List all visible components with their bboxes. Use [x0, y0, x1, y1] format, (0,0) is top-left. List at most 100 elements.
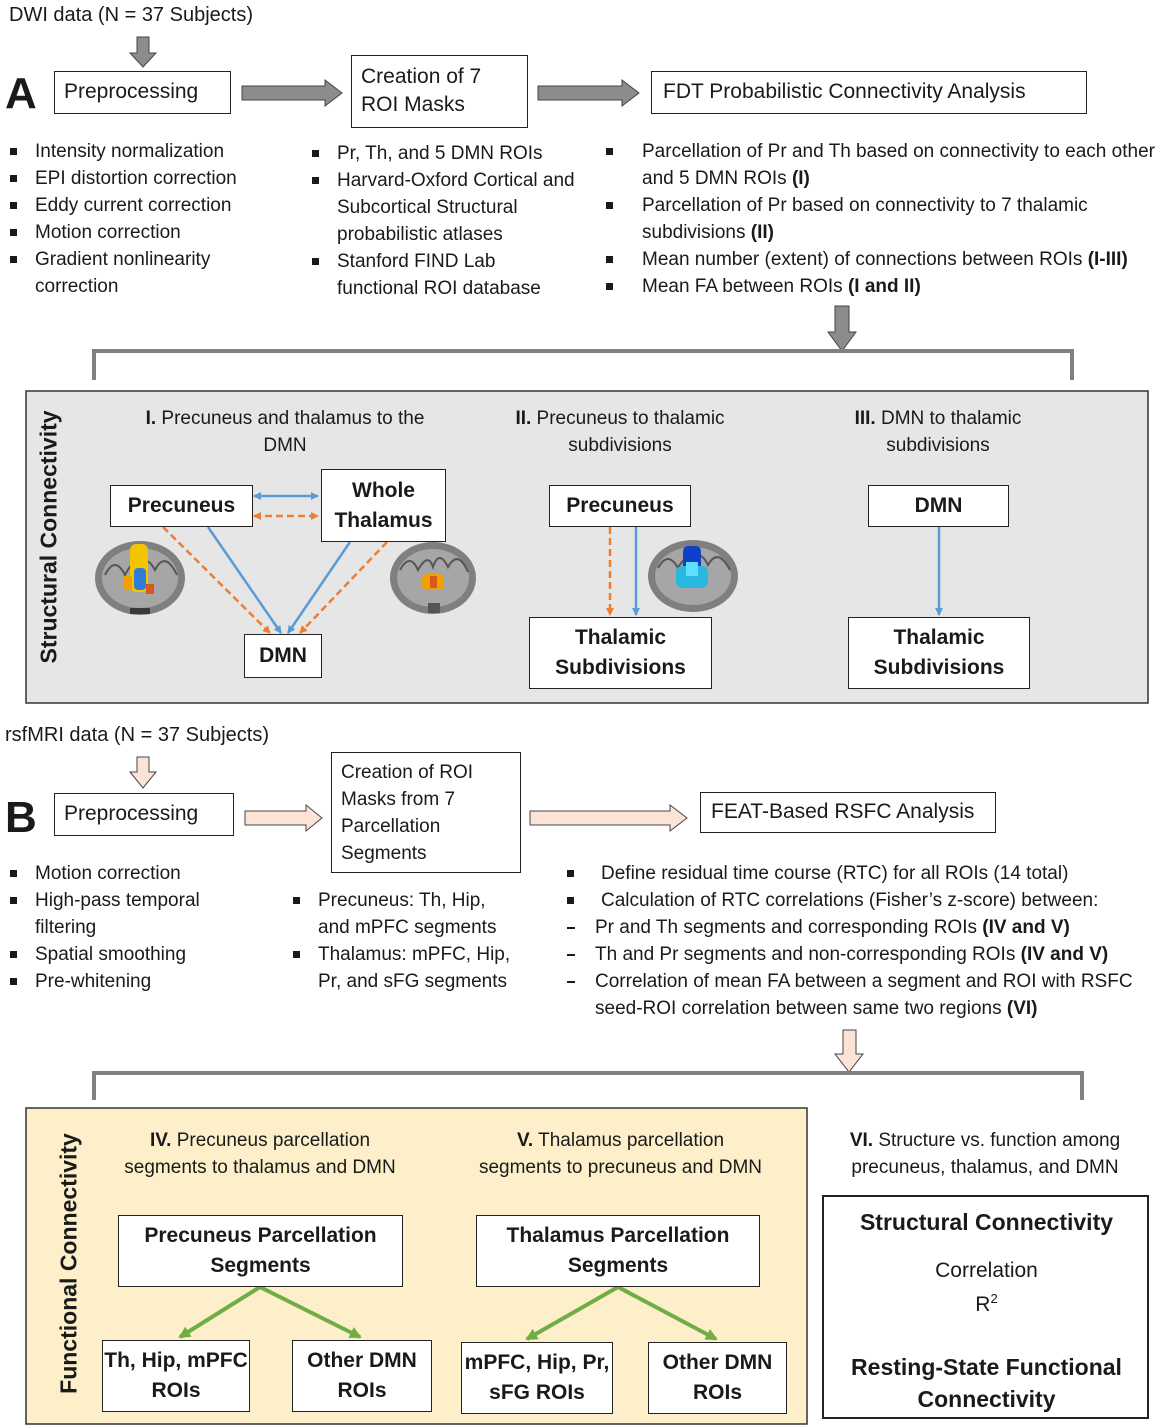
b-feat-box: FEAT-Based RSFC Analysis [700, 792, 996, 833]
panel-i-title: I. Precuneus and thalamus to the DMN [135, 405, 435, 459]
vi-resting-state-fc: Resting-State Functional Connectivity [851, 1354, 1122, 1412]
arrow-b-down [833, 1029, 865, 1073]
a-list3-item: Parcellation of Pr and Th based on conne… [605, 138, 1165, 192]
edge-v-right [617, 1285, 718, 1341]
arrow-b-2-3 [529, 803, 688, 833]
b-list3-tag: (VI) [1006, 998, 1038, 1019]
b-list3-item: Define residual time course (RTC) for al… [566, 860, 1166, 887]
a-fdt-list: Parcellation of Pr and Th based on conne… [605, 138, 1165, 300]
brain-image-thalamic-subdivisions [648, 540, 738, 612]
edge-pr-dmn-blue [206, 526, 283, 634]
a-list3-item: Mean number (extent) of connections betw… [605, 246, 1165, 273]
a-roi-masks-box: Creation of 7 ROI Masks [351, 55, 528, 128]
node-other-dmn-rois-v: Other DMN ROIs [648, 1342, 787, 1414]
panel-iv-title-text: Precuneus parcellation segments to thala… [124, 1130, 396, 1178]
b-list3-item: Pr and Th segments and corresponding ROI… [566, 914, 1166, 941]
b-feat-list: Define residual time course (RTC) for al… [566, 860, 1166, 1022]
a-list2-item: Stanford FIND Lab functional ROI databas… [311, 248, 577, 302]
panel-ii-title: II. Precuneus to thalamic subdivisions [510, 405, 730, 459]
panel-vi-num: VI. [849, 1130, 874, 1151]
b-list3-text: Calculation of RTC correlations (Fisher’… [601, 890, 1099, 911]
b-roi-masks-box: Creation of ROI Masks from 7 Parcellatio… [331, 752, 521, 873]
a-list3-text: Parcellation of Pr based on connectivity… [642, 195, 1088, 243]
b-list3-item: Calculation of RTC correlations (Fisher’… [566, 887, 1166, 914]
b-roi-list: Precuneus: Th, Hip, and mPFC segments Th… [292, 887, 532, 995]
a-list3-item: Mean FA between ROIs (I and II) [605, 273, 1165, 300]
panel-iii-title: III. DMN to thalamic subdivisions [828, 405, 1048, 459]
a-list1-item: Motion correction [9, 219, 269, 246]
panel-ii-num: II. [515, 408, 532, 429]
brain-image-thalamus [390, 542, 476, 614]
panel-i-title-text: Precuneus and thalamus to the DMN [156, 408, 425, 456]
b-preprocessing-box: Preprocessing [54, 793, 234, 836]
bracket-a [92, 349, 1074, 380]
a-list3-tag: (I and II) [847, 276, 921, 297]
b-list1-item: Spatial smoothing [9, 941, 239, 968]
bracket-b [92, 1071, 1084, 1100]
node-th-hip-mpfc-rois: Th, Hip, mPFC ROIs [102, 1340, 250, 1412]
a-list3-tag: (I-III) [1087, 249, 1128, 270]
edge-iv-right [259, 1285, 362, 1339]
b-list3-item: Th and Pr segments and non-corresponding… [566, 941, 1166, 968]
vi-correlation: Correlation [935, 1259, 1038, 1282]
brain-image-precuneus [95, 541, 185, 615]
node-thalamic-subdivisions-ii: Thalamic Subdivisions [529, 617, 712, 689]
node-mpfc-hip-pr-sfg-rois: mPFC, Hip, Pr, sFG ROIs [461, 1342, 613, 1414]
a-list1-item: EPI distortion correction [9, 165, 269, 192]
a-list2-item: Pr, Th, and 5 DMN ROIs [311, 140, 591, 167]
section-b-letter: B [5, 793, 37, 842]
arrow-rsf-down [128, 756, 158, 789]
a-roi-list: Pr, Th, and 5 DMN ROIs Harvard-Oxford Co… [311, 140, 591, 302]
a-list1-item: Eddy current correction [9, 192, 269, 219]
vi-r-exponent: 2 [990, 1291, 998, 1306]
b-preprocessing-list: Motion correction High-pass temporal fil… [9, 860, 239, 995]
b-list3-text: Th and Pr segments and non-corresponding… [595, 944, 1021, 965]
b-preprocessing-label: Preprocessing [64, 802, 199, 825]
b-list3-item: Correlation of mean FA between a segment… [566, 968, 1135, 1022]
panel-iii-num: III. [854, 408, 876, 429]
panel-i-num: I. [145, 408, 157, 429]
edge-iv-left [178, 1285, 262, 1339]
a-list3-text: Parcellation of Pr and Th based on conne… [642, 141, 1155, 189]
b-list1-item: Motion correction [9, 860, 239, 887]
panel-ii-title-text: Precuneus to thalamic subdivisions [531, 408, 725, 456]
b-list1-item: Pre-whitening [9, 968, 239, 995]
a-list1-item: Gradient nonlinearity correction [9, 246, 240, 300]
dwi-data-label: DWI data (N = 37 Subjects) [9, 4, 253, 26]
node-dmn-iii: DMN [868, 485, 1009, 527]
panel-iv-num: IV. [149, 1130, 172, 1151]
node-thalamus-parcellation: Thalamus Parcellation Segments [476, 1215, 760, 1287]
a-list3-tag: (II) [750, 222, 774, 243]
a-list3-text: Mean number (extent) of connections betw… [642, 249, 1088, 270]
arrow-b-1-2 [244, 803, 323, 833]
b-list2-item: Thalamus: mPFC, Hip, Pr, and sFG segment… [292, 941, 523, 995]
functional-connectivity-label: Functional Connectivity [55, 1133, 82, 1394]
b-list3-text: Define residual time course (RTC) for al… [601, 863, 1069, 884]
b-list1-item: High-pass temporal filtering [9, 887, 225, 941]
panel-vi-box: Structural Connectivity Correlation R2 R… [822, 1195, 1149, 1419]
rsfmri-data-label: rsfMRI data (N = 37 Subjects) [5, 724, 269, 746]
a-fdt-label: FDT Probabilistic Connectivity Analysis [663, 80, 1026, 103]
arrow-dwi-down [128, 36, 158, 68]
a-preprocessing-list: Intensity normalization EPI distortion c… [9, 138, 269, 300]
vi-r-squared: R2 [879, 1285, 1094, 1318]
node-thalamic-subdivisions-iii: Thalamic Subdivisions [848, 617, 1030, 689]
node-precuneus-i: Precuneus [110, 485, 253, 527]
panel-v-num: V. [516, 1130, 534, 1151]
panel-v-title: V. Thalamus parcellation segments to pre… [478, 1127, 763, 1181]
edge-pr-dmn-orange [162, 526, 271, 634]
a-list2-item: Harvard-Oxford Cortical and Subcortical … [311, 167, 587, 248]
a-roi-masks-label: Creation of 7 ROI Masks [361, 65, 482, 116]
a-list1-item: Intensity normalization [9, 138, 269, 165]
arrow-a-2-3 [537, 78, 640, 108]
panel-iv-title: IV. Precuneus parcellation segments to t… [115, 1127, 405, 1181]
node-precuneus-parcellation: Precuneus Parcellation Segments [118, 1215, 403, 1287]
a-list3-tag: (I) [791, 168, 810, 189]
a-fdt-box: FDT Probabilistic Connectivity Analysis [651, 71, 1087, 114]
node-dmn-i: DMN [244, 634, 322, 678]
b-roi-masks-label: Creation of ROI Masks from 7 Parcellatio… [341, 762, 473, 864]
edge-th-dmn-blue [286, 541, 352, 634]
a-preprocessing-label: Preprocessing [64, 80, 199, 103]
b-list3-text: Correlation of mean FA between a segment… [595, 971, 1133, 1019]
a-list3-text: Mean FA between ROIs [642, 276, 848, 297]
